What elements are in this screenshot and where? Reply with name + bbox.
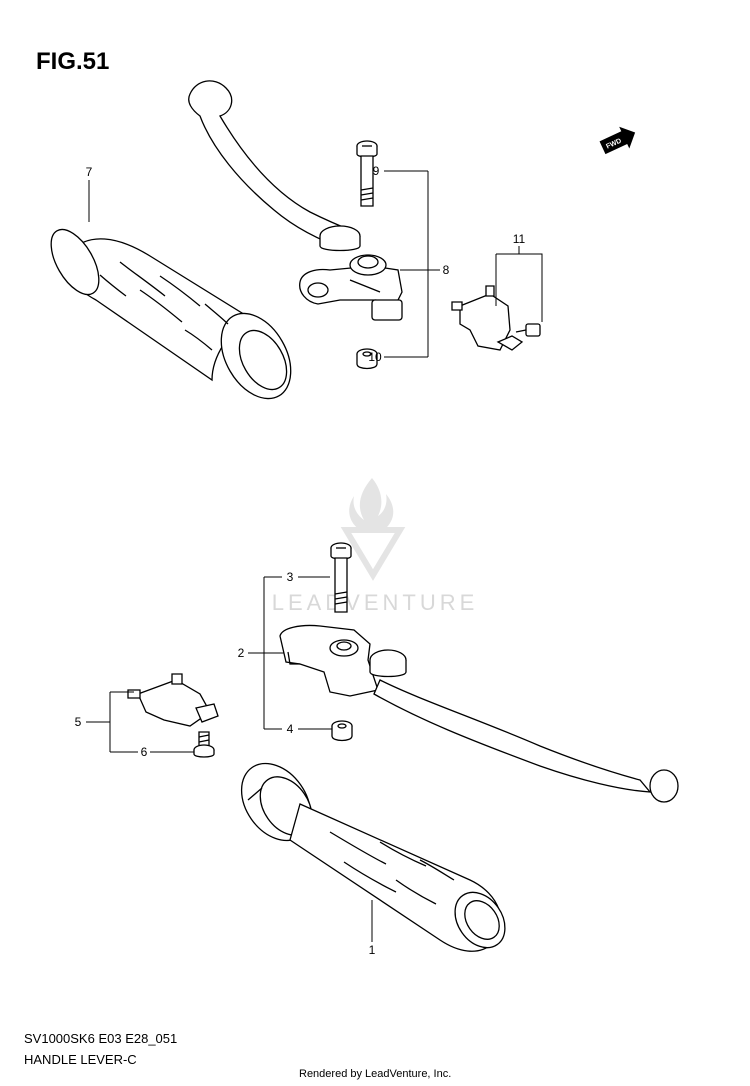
figure-name: HANDLE LEVER-C xyxy=(24,1052,137,1067)
callout-11: 11 xyxy=(513,232,526,246)
callout-10: 10 xyxy=(368,350,382,364)
leader-lines xyxy=(86,171,542,942)
nut-lower-drawing xyxy=(332,721,352,741)
callout-5: 5 xyxy=(75,715,82,729)
grip-right-drawing xyxy=(227,750,515,957)
leadventure-watermark: LEADVENTURE xyxy=(272,478,479,615)
screw-lower-drawing xyxy=(194,732,214,757)
callout-9: 9 xyxy=(373,164,380,178)
callout-labels: 7 9 8 10 11 3 2 4 5 6 1 xyxy=(75,164,526,957)
callout-4: 4 xyxy=(287,722,294,736)
flame-logo-icon xyxy=(349,478,394,530)
switch-lower-drawing xyxy=(128,674,218,726)
v-logo-icon xyxy=(346,530,400,575)
brake-lever-drawing xyxy=(280,625,678,802)
callout-7: 7 xyxy=(86,165,93,179)
clutch-lever-drawing xyxy=(189,81,402,320)
figure-code: SV1000SK6 E03 E28_051 xyxy=(24,1031,178,1046)
pivot-bolt-lower-drawing xyxy=(331,543,351,612)
fwd-arrow-icon: FWD xyxy=(599,126,636,155)
watermark-text: LEADVENTURE xyxy=(272,590,479,615)
rendered-by-credit: Rendered by LeadVenture, Inc. xyxy=(299,1068,452,1080)
callout-1: 1 xyxy=(369,943,376,957)
callout-3: 3 xyxy=(287,570,294,584)
figure-title: FIG.51 xyxy=(36,48,110,75)
callout-8: 8 xyxy=(443,263,450,277)
callout-6: 6 xyxy=(141,745,148,759)
grip-left-drawing xyxy=(41,222,305,411)
pivot-bolt-upper-drawing xyxy=(357,141,377,206)
callout-2: 2 xyxy=(238,646,245,660)
nut-upper-drawing xyxy=(357,349,377,369)
